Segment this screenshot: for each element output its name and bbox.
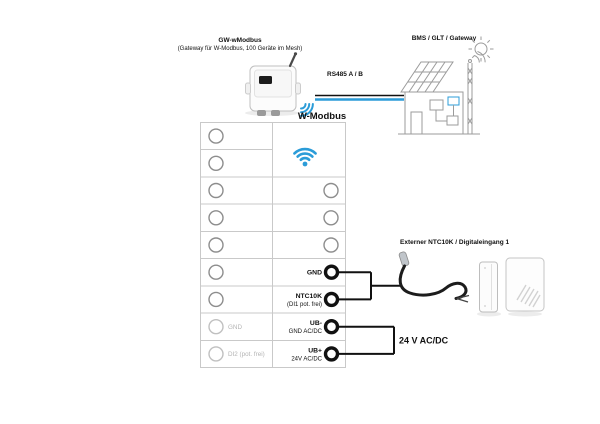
left-label-gnd: GND <box>228 324 242 331</box>
solar-roof <box>400 61 454 93</box>
left-terminal-circle <box>208 291 224 308</box>
bms-label: BMS / GLT / Gateway <box>412 35 477 42</box>
terminal-ub-plus <box>323 346 340 362</box>
sensor-wires <box>339 271 401 301</box>
terminal-sublabel-ub-plus: 24V AC/DC <box>291 356 322 362</box>
left-terminal-circle <box>208 182 224 199</box>
probe-cable <box>398 264 468 300</box>
power-label: 24 V AC/DC <box>399 336 449 346</box>
left-terminal-circle <box>208 210 224 226</box>
terminal-grid <box>200 122 346 368</box>
terminal-ntc10k <box>323 291 340 308</box>
terminal-label-ntc10k: NTC10K <box>296 293 323 300</box>
terminal-label-ub-plus: UB+ <box>308 347 322 354</box>
device-wifi-icon <box>300 103 314 117</box>
terminal-sublabel-ub-minus: GND AC/DC <box>289 329 323 335</box>
right-terminal-circle <box>323 237 339 253</box>
gateway-subtitle: (Gateway für W-Modbus, 100 Geräte im Mes… <box>178 46 303 52</box>
external-sensors-label: Externer NTC10K / Digitaleingang 1 <box>400 239 509 246</box>
terminal-gnd <box>323 264 340 280</box>
room-sensor-illustration <box>505 257 545 317</box>
antenna-icon <box>288 53 297 68</box>
ntc-probe-illustration <box>398 251 470 303</box>
left-label-di2: DI2 (pot. frei) <box>228 351 265 358</box>
wireless-label: W-Modbus <box>298 111 346 122</box>
door-contact-illustration <box>477 261 501 317</box>
gateway-title: GW-wModbus <box>218 37 262 44</box>
left-terminal-circle-di2 <box>208 346 224 362</box>
probe-tip <box>398 251 410 267</box>
left-terminal-circle <box>208 237 224 253</box>
brand-logo <box>259 76 272 84</box>
vent-slits <box>516 284 541 308</box>
left-terminal-circle <box>208 264 224 280</box>
power-wires <box>339 325 395 355</box>
right-terminal-circle <box>323 182 339 199</box>
bms-gateway-box <box>447 96 460 106</box>
left-terminal-circle <box>208 128 224 144</box>
bus-label: RS485 A / B <box>327 71 363 78</box>
left-terminal-circles-inactive <box>208 319 224 362</box>
left-terminal-circle <box>208 155 224 172</box>
left-terminal-circles <box>208 128 224 308</box>
sun-icon <box>468 36 494 62</box>
wifi-icon <box>293 147 317 167</box>
active-terminals <box>323 264 340 362</box>
rs485-bus-lines <box>315 94 404 101</box>
building-illustration <box>398 36 494 135</box>
terminal-ub-minus <box>323 319 340 335</box>
house-body <box>398 91 480 135</box>
antenna-mast-icon <box>467 51 486 134</box>
terminal-sublabel-ntc10k: (DI1 pot. frei) <box>287 302 322 308</box>
terminal-label-gnd: GND <box>307 270 322 277</box>
right-terminal-circle <box>323 210 339 226</box>
terminal-label-ub-minus: UB- <box>310 320 322 327</box>
gateway-device-illustration <box>245 52 301 116</box>
right-terminal-circles <box>323 182 339 253</box>
left-terminal-circle-gnd <box>208 319 224 335</box>
